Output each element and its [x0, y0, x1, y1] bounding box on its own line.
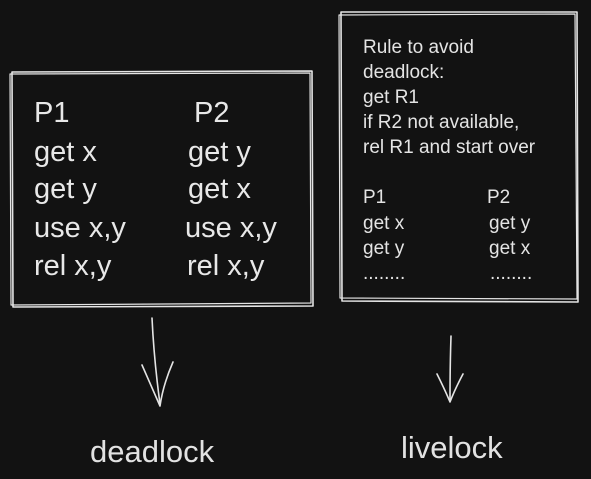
- livelock-arrow-shaft: [449, 335, 452, 401]
- rule-line: get R1: [363, 87, 419, 108]
- deadlock-p2-step: use x,y: [185, 212, 277, 244]
- livelock-p1-header: P1: [363, 187, 387, 208]
- rule-line: rel R1 and start over: [363, 137, 536, 158]
- deadlock-p2-step: rel x,y: [187, 250, 265, 282]
- deadlock-p2-step: get x: [188, 173, 251, 205]
- livelock-p2-step: ........: [490, 263, 533, 284]
- deadlock-p2-header: P2: [194, 97, 230, 129]
- livelock-p2-step: get x: [489, 238, 531, 259]
- livelock-p2-step: get y: [489, 213, 531, 234]
- deadlock-box-outline: [11, 70, 314, 308]
- deadlock-p1-header: P1: [34, 97, 70, 129]
- rule-line: Rule to avoid: [363, 37, 474, 58]
- livelock-p1-step: get x: [363, 213, 405, 234]
- deadlock-box-outline-2: [9, 72, 312, 306]
- rule-line: deadlock:: [363, 62, 445, 83]
- livelock-caption: livelock: [401, 430, 503, 465]
- deadlock-p1-step: get x: [34, 136, 97, 168]
- deadlock-p2-step: get y: [188, 136, 251, 168]
- deadlock-arrow-shaft: [151, 317, 161, 405]
- livelock-p1-step: ........: [363, 263, 406, 284]
- livelock-box-outline: [340, 11, 579, 303]
- deadlock-caption: deadlock: [90, 434, 215, 469]
- livelock-p1-step: get y: [363, 238, 405, 259]
- deadlock-arrow-head: [141, 361, 174, 407]
- deadlock-p1-step: get y: [34, 173, 97, 205]
- deadlock-p1-step: use x,y: [34, 212, 126, 244]
- livelock-arrow-head: [436, 373, 464, 403]
- livelock-p2-header: P2: [487, 187, 511, 208]
- deadlock-p1-step: rel x,y: [34, 250, 112, 282]
- livelock-box-outline-2: [338, 13, 578, 300]
- rule-line: if R2 not available,: [363, 112, 520, 133]
